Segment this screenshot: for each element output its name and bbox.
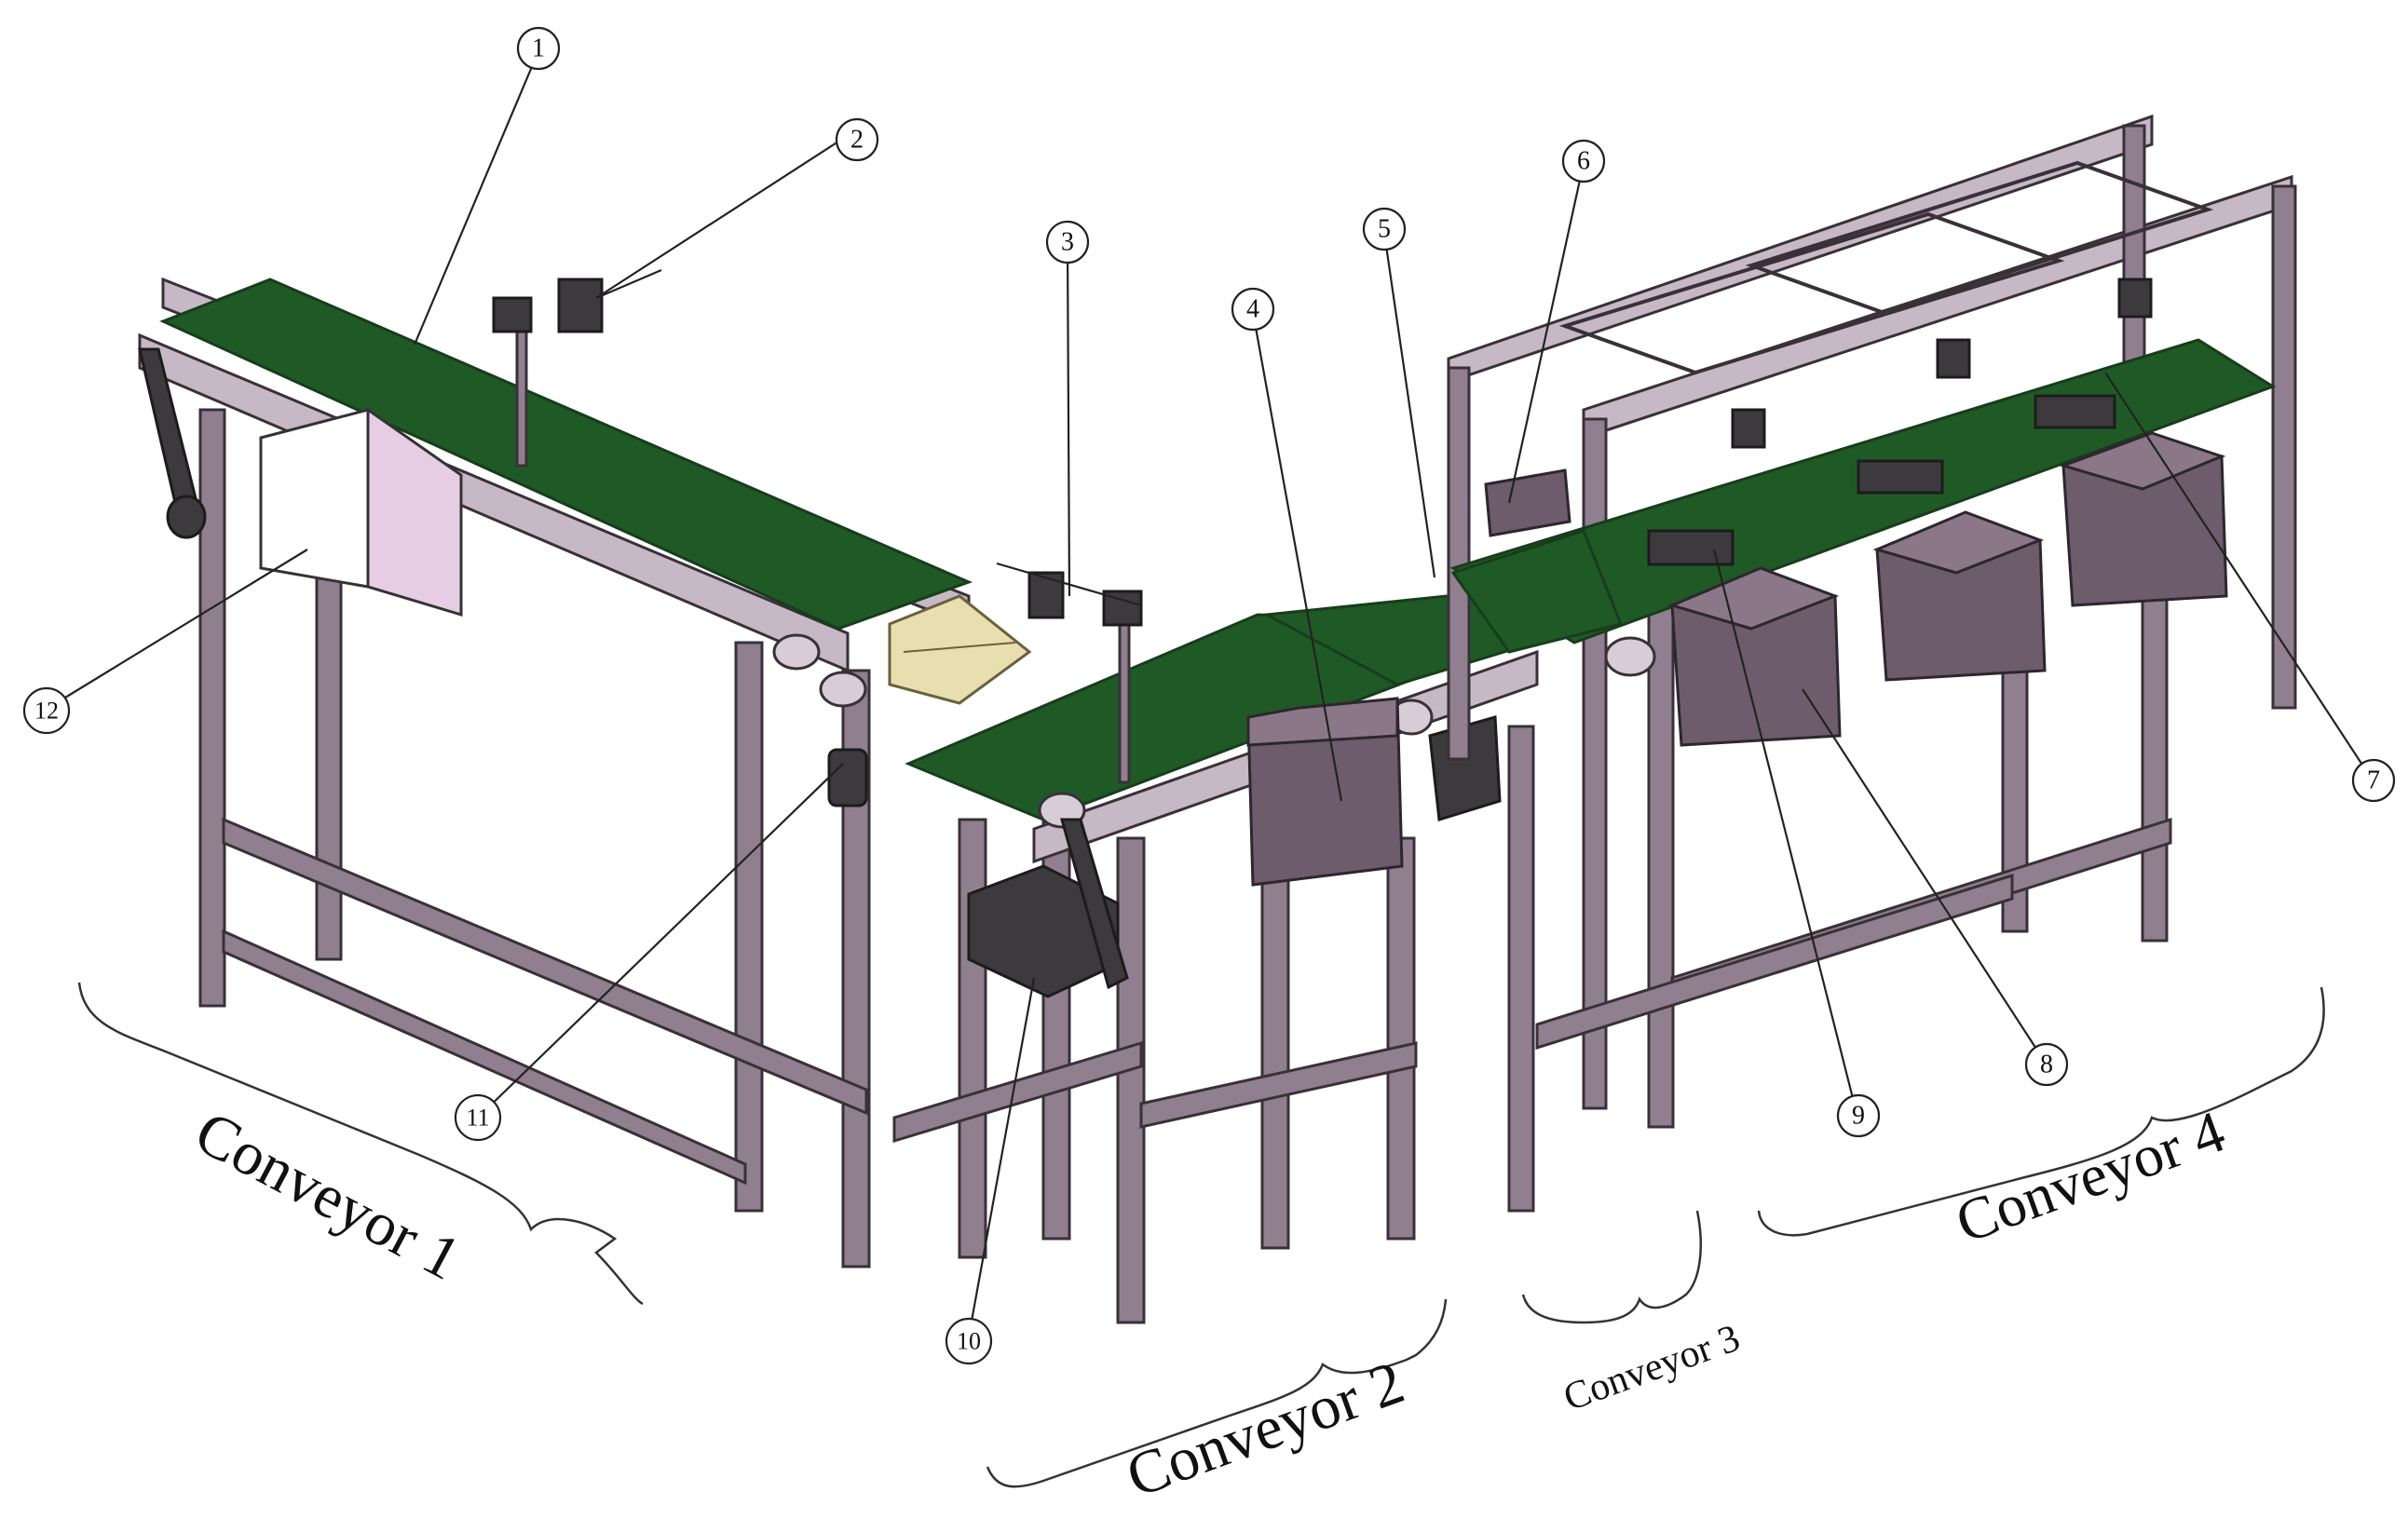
leader-4 (1251, 311, 1343, 802)
c1-leg (734, 641, 764, 1213)
leader-5 (1382, 232, 1436, 578)
c4-overhead-frame (1745, 160, 2214, 315)
conveyor-labels: Conveyor 1 Conveyor 2 Conveyor 3 Conveyo… (184, 1098, 2233, 1511)
motor-11 (827, 748, 868, 807)
callout-12: 12 (22, 686, 71, 735)
actuator (1936, 338, 1971, 379)
leader-11 (479, 763, 844, 1117)
callout-3: 3 (1045, 220, 1090, 264)
braces (77, 982, 2325, 1488)
leader-lines (48, 50, 2372, 1337)
bin-top (2059, 431, 2226, 491)
c1-roller (772, 633, 821, 671)
c1-crossbar (222, 817, 868, 1116)
conveyor-1 (138, 268, 1032, 1268)
deflector-9 (1647, 529, 1735, 566)
deflector (1857, 459, 1944, 495)
bin-6 (1484, 468, 1571, 537)
c1-belt (159, 278, 973, 631)
callout-12-label: 12 (34, 698, 59, 725)
sensor-3-body (1027, 571, 1065, 619)
c4-roller (1604, 636, 1656, 677)
camera-box-side (366, 407, 463, 617)
bin-top (1872, 510, 2045, 575)
c4-crossbar (1535, 873, 2014, 1051)
callout-6-label: 6 (1577, 147, 1590, 176)
callout-10: 10 (945, 1317, 993, 1365)
brace-conveyor-3 (1521, 1210, 1703, 1324)
c1-rail (138, 332, 850, 673)
callout-11: 11 (454, 1093, 502, 1142)
callout-8-label: 8 (2040, 1051, 2053, 1079)
leader-6 (1507, 162, 1585, 504)
product-item (888, 594, 1032, 705)
callout-3-label: 3 (1061, 228, 1074, 257)
callout-9: 9 (1836, 1093, 1881, 1138)
leader-10 (967, 977, 1036, 1337)
leader-9 (1712, 549, 1858, 1114)
callout-4: 4 (1231, 287, 1275, 332)
conveyor-4 (1447, 114, 2297, 1129)
label-conveyor-3: Conveyor 3 (1558, 1317, 1746, 1420)
c2-leg (1386, 836, 1416, 1241)
callout-2-label: 2 (850, 126, 864, 155)
callout-11-label: 11 (466, 1105, 489, 1132)
callout-1-label: 1 (532, 34, 545, 63)
c1-leg (198, 408, 226, 1008)
c4-overhead-frame (1558, 211, 2065, 375)
callout-6: 6 (1561, 139, 1606, 183)
sensor-2-arm (595, 268, 662, 300)
callouts: 1 2 3 4 5 6 7 8 (22, 26, 2396, 1365)
label-conveyor-1: Conveyor 1 (184, 1098, 471, 1294)
label-conveyor-4: Conveyor 4 (1948, 1098, 2234, 1255)
c2-leg (958, 818, 987, 1259)
c1-roller (819, 671, 867, 708)
brace-conveyor-2 (986, 1298, 1448, 1488)
label-conveyor-2: Conveyor 2 (1118, 1349, 1412, 1512)
callout-8: 8 (2024, 1042, 2069, 1087)
callout-1: 1 (516, 26, 561, 71)
product-detail (903, 642, 1016, 653)
actuator (1731, 408, 1766, 449)
c3-belt (1450, 529, 1624, 654)
c2-leg (1116, 836, 1146, 1324)
callout-9-label: 9 (1852, 1102, 1865, 1131)
c4-leg (1647, 604, 1675, 1129)
bin-8-top (1667, 566, 1840, 631)
leader-8 (1802, 688, 2046, 1063)
sensor-2-head (492, 296, 533, 333)
callout-2: 2 (835, 117, 879, 162)
brace-conveyor-4 (1757, 986, 2325, 1237)
bin-4-top (1246, 697, 1399, 747)
callout-5: 5 (1362, 207, 1407, 251)
callout-10-label: 10 (957, 1328, 981, 1355)
c4-post (2271, 184, 2297, 710)
camera-box-front (259, 408, 370, 589)
c2-crossbar (892, 1040, 1143, 1144)
deflector (2034, 394, 2116, 429)
c1-crossbar (222, 929, 747, 1186)
callout-7-label: 7 (2367, 766, 2380, 795)
leader-2 (595, 139, 842, 299)
leader-7 (2104, 372, 2372, 779)
c4-leg (2141, 594, 2169, 943)
c2-drive-belt (1060, 818, 1129, 990)
c2-leg (1260, 818, 1290, 1250)
callout-7: 7 (2351, 758, 2396, 803)
callout-5-label: 5 (1378, 215, 1391, 244)
brace-conveyor-1 (77, 982, 644, 1306)
leader-12 (48, 549, 308, 709)
c2-crossbar (1139, 1041, 1418, 1129)
c2-leg (1507, 725, 1535, 1213)
c1-motor-pulley (166, 495, 207, 539)
actuator (2117, 278, 2153, 319)
leader-1 (413, 50, 540, 346)
conveyor-2 (827, 562, 1568, 1324)
sensor-2-body (557, 278, 604, 333)
leader-3 (1066, 243, 1071, 597)
sensor-3-post (1118, 604, 1131, 784)
callout-4-label: 4 (1246, 295, 1259, 324)
